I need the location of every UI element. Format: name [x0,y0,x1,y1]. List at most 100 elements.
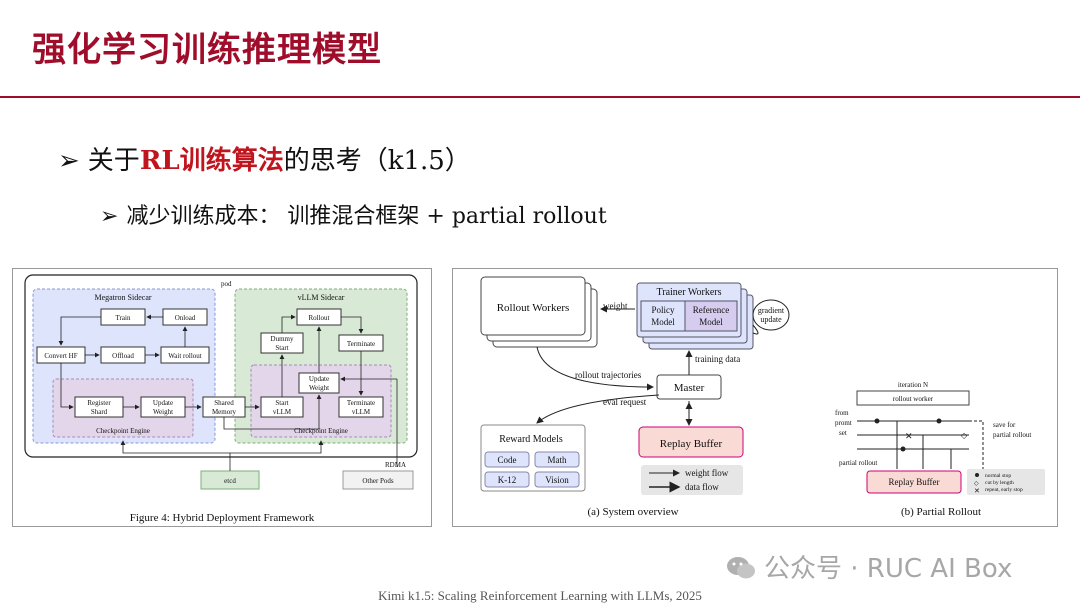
svg-text:Shared: Shared [214,399,234,407]
train-node: Train [100,308,146,326]
svg-text:Terminate: Terminate [347,399,375,407]
iteration-label: iteration N [898,381,928,389]
svg-text:Model: Model [699,317,723,327]
bullet-reduce-cost: ➢减少训练成本： 训推混合框架 + partial rollout [100,198,607,230]
stop-legend: ◇ ✕ normal stop cut by length repeat, ea… [967,469,1045,495]
svg-text:Update: Update [153,399,173,407]
title-divider [0,96,1080,98]
svg-text:◇: ◇ [974,481,979,487]
reward-code: Code [484,451,530,468]
svg-text:rollout worker: rollout worker [893,395,934,403]
svg-text:gradient: gradient [758,306,785,315]
svg-text:Wait rollout: Wait rollout [168,352,202,360]
megatron-title: Megatron Sidecar [94,293,151,302]
rdma-label: RDMA [385,461,406,469]
rollout-workers-node: Rollout Workers [480,276,598,348]
svg-text:Terminate: Terminate [347,340,375,348]
watermark-text: 公众号 · RUC AI Box [764,554,1013,584]
svg-text:cut by length: cut by length [985,480,1014,486]
svg-text:Offload: Offload [112,352,134,360]
master-node: Master [656,374,722,400]
weight-label: weight [603,301,628,311]
reward-vision: Vision [534,471,580,488]
svg-text:etcd: etcd [224,477,236,485]
svg-text:Model: Model [651,317,675,327]
pod-label: pod [221,280,232,288]
vllm-title: vLLM Sidecar [298,293,345,302]
svg-text:weight flow: weight flow [685,468,729,478]
svg-text:normal stop: normal stop [985,473,1011,479]
svg-text:Replay Buffer: Replay Buffer [888,477,939,487]
svg-text:Weight: Weight [309,384,329,392]
svg-text:Replay Buffer: Replay Buffer [660,438,723,450]
figure-b-caption: (b) Partial Rollout [901,506,981,518]
pod-box [24,274,418,458]
from-prompt-set-label-3: set [839,429,847,437]
svg-text:Train: Train [116,314,131,322]
svg-text:vLLM: vLLM [273,408,292,416]
bullet1-highlight: RL训练算法 [139,146,284,176]
megatron-engine-label: Checkpoint Engine [96,427,150,435]
svg-text:Reference: Reference [693,305,729,315]
svg-text:Reward Models: Reward Models [499,434,563,445]
wait-rollout-node: Wait rollout [160,346,210,364]
rollout-trajectories-label: rollout trajectories [575,370,642,380]
svg-text:Weight: Weight [153,408,173,416]
svg-text:Other Pods: Other Pods [362,477,394,485]
cut-mark-icon: ✕ [905,431,913,441]
gradient-update-loop: gradient update [752,299,790,331]
vllm-checkpoint-engine [250,364,392,438]
svg-text:Update: Update [309,375,329,383]
arrow-bullet-icon: ➢ [58,146,80,176]
slide-title: 强化学习训练推理模型 [32,30,382,70]
svg-text:data flow: data flow [685,482,719,492]
svg-text:update: update [760,315,782,324]
svg-text:Onload: Onload [175,314,196,322]
partial-rollout-label: partial rollout [839,459,877,467]
figure-hybrid-deployment: pod Megatron Sidecar vLLM Sidecar Checkp… [12,268,432,527]
reward-k12: K-12 [484,471,530,488]
svg-text:Start: Start [275,344,288,352]
svg-text:Math: Math [548,455,567,465]
convert-hf-node: Convert HF [36,346,86,364]
onload-node: Onload [162,308,208,326]
reward-math: Math [534,451,580,468]
other-pods-node: Other Pods [342,470,414,490]
rollout-worker-box: rollout worker [856,390,970,406]
bullet1-suffix: 的思考（k1.5） [283,146,471,176]
svg-text:Register: Register [87,399,111,407]
from-prompt-set-label: from [835,409,849,417]
replay-buffer-a: Replay Buffer [638,426,744,458]
wechat-icon [727,557,755,579]
rollout-node: Rollout [296,308,342,326]
figure4-caption: Figure 4: Hybrid Deployment Framework [130,512,315,524]
eval-request-label: eval request [603,397,647,407]
terminate-node: Terminate [338,334,384,352]
vllm-engine-label: Checkpoint Engine [294,427,348,435]
partial-rollout-save-label: partial rollout [993,431,1031,439]
svg-text:Rollout Workers: Rollout Workers [497,302,570,314]
svg-text:Start: Start [275,399,288,407]
arrow-bullet-icon: ➢ [100,204,119,229]
training-data-label: training data [695,354,740,364]
save-for-label: save for [993,421,1016,429]
offload-node: Offload [100,346,146,364]
svg-text:Shard: Shard [91,408,108,416]
svg-text:Master: Master [674,382,705,394]
diamond-mark-icon: ◇ [961,431,968,440]
trainer-workers-node: Trainer Workers Policy Model Reference M… [636,282,754,350]
replay-buffer-b: Replay Buffer [866,470,962,494]
bullet-rl-thinking: ➢关于RL训练算法的思考（k1.5） [58,140,471,177]
svg-text:Convert HF: Convert HF [44,352,77,360]
svg-text:Memory: Memory [212,408,237,416]
watermark: 公众号 · RUC AI Box [726,548,1012,585]
svg-text:Policy: Policy [651,305,675,315]
svg-text:K-12: K-12 [498,475,517,485]
flow-legend: weight flow data flow [641,465,743,495]
svg-text:Vision: Vision [545,475,569,485]
